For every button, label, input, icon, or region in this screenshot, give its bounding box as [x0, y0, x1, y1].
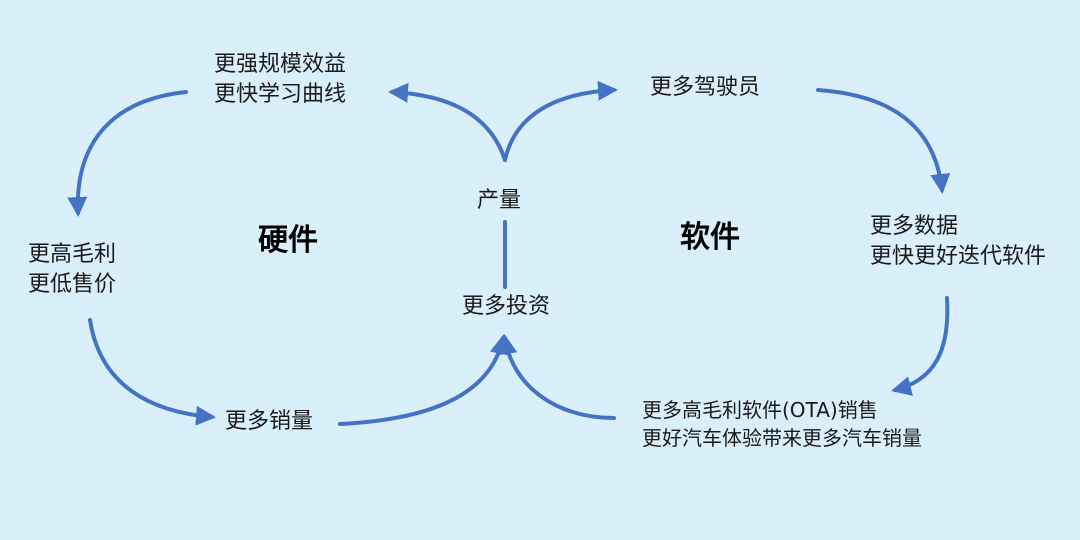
node-production: 产量 — [477, 188, 522, 213]
node-more-drivers: 更多驾驶员 — [650, 75, 761, 100]
hardware-title: 硬件 — [258, 223, 318, 258]
arrow-data-to-ota — [891, 296, 950, 396]
node-data-software-line-1: 更多数据 — [870, 214, 959, 239]
node-scale-learning-line-1: 更强规模效益 — [214, 52, 347, 77]
node-ota-sales-line-1: 更多高毛利软件(OTA)销售 — [642, 398, 878, 422]
node-scale-learning: 更强规模效益 更快学习曲线 — [214, 50, 346, 110]
node-margin-price-line-1: 更高毛利 — [28, 242, 117, 267]
arrow-drivers-to-data — [816, 88, 951, 194]
node-data-software-line-2: 更快更好迭代软件 — [870, 244, 1047, 269]
node-data-software: 更多数据 更快更好迭代软件 — [870, 212, 1046, 272]
arrow-margin-to-sales — [88, 318, 216, 426]
node-ota-sales-line-2: 更好汽车体验带来更多汽车销量 — [642, 426, 922, 450]
node-margin-price-line-2: 更低售价 — [28, 272, 117, 297]
arrow-ota-to-investment — [497, 334, 616, 420]
node-margin-price: 更高毛利 更低售价 — [28, 240, 116, 300]
arrow-production-to-scale — [388, 82, 507, 162]
node-scale-learning-line-2: 更快学习曲线 — [214, 82, 347, 107]
arrow-production-to-drivers — [503, 80, 618, 162]
software-title: 软件 — [680, 220, 740, 255]
node-more-investment: 更多投资 — [462, 294, 551, 319]
node-ota-sales: 更多高毛利软件(OTA)销售 更好汽车体验带来更多汽车销量 — [642, 396, 922, 452]
node-more-sales: 更多销量 — [225, 409, 314, 434]
arrow-sales-to-investment — [338, 334, 510, 426]
arrow-scale-to-margin — [67, 90, 188, 217]
